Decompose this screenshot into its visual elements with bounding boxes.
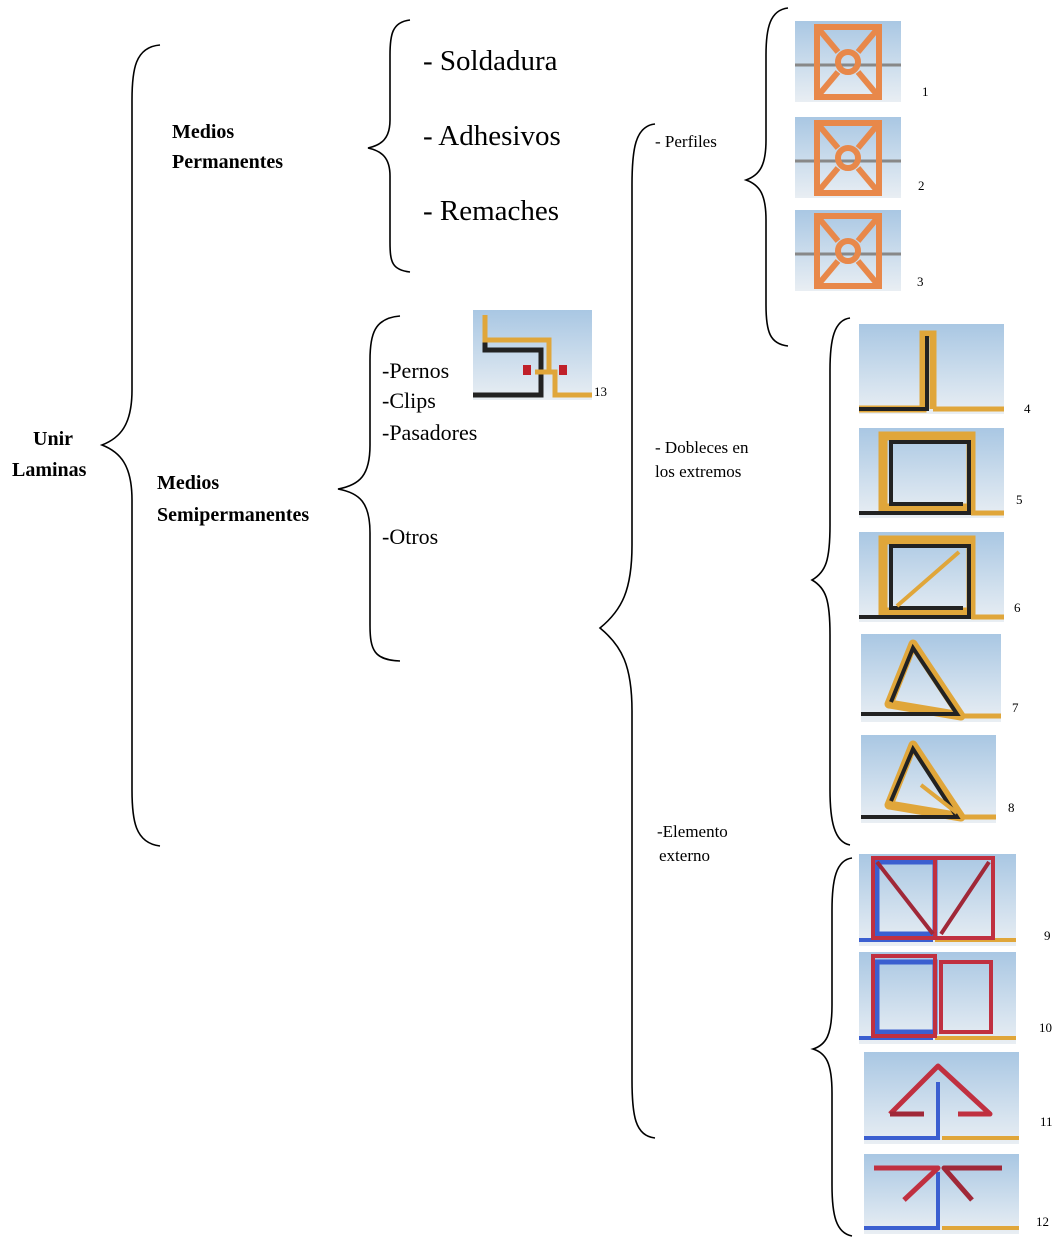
figure-7-number: 7 bbox=[1012, 700, 1019, 715]
semi-item-otros: -Otros bbox=[382, 524, 439, 549]
figure-8-image bbox=[861, 735, 996, 823]
root-label-line2: Laminas bbox=[12, 459, 87, 481]
permanent-item-remaches: - Remaches bbox=[423, 195, 560, 227]
figure-12-image bbox=[864, 1154, 1019, 1234]
permanent-title-line2: Permanentes bbox=[172, 151, 284, 173]
brace-perfiles bbox=[743, 7, 789, 347]
figure-7-image bbox=[861, 634, 1001, 722]
figure-4-number: 4 bbox=[1024, 401, 1031, 416]
figure-9-image bbox=[859, 854, 1016, 946]
figure-9-number: 9 bbox=[1044, 928, 1051, 943]
brace-otros bbox=[598, 123, 656, 1139]
brace-dobleces bbox=[810, 317, 851, 846]
otros-dobleces-line2: los extremos bbox=[655, 462, 742, 481]
otros-elemento-line1: -Elemento bbox=[657, 822, 728, 841]
semi-item-pernos: -Pernos bbox=[382, 358, 450, 383]
figure-1-image bbox=[795, 21, 901, 102]
figure-13-number: 13 bbox=[594, 384, 607, 399]
semi-title-line1: Medios bbox=[157, 472, 220, 494]
permanent-item-soldadura: - Soldadura bbox=[423, 45, 558, 77]
figure-4-image bbox=[859, 324, 1004, 414]
brace-semi bbox=[337, 315, 401, 662]
brace-root bbox=[99, 44, 161, 847]
figure-10-image bbox=[859, 952, 1016, 1044]
permanent-item-adhesivos: - Adhesivos bbox=[423, 120, 561, 152]
figure-2-number: 2 bbox=[918, 178, 925, 193]
figure-8-number: 8 bbox=[1008, 800, 1015, 815]
otros-dobleces-line1: - Dobleces en bbox=[655, 438, 749, 457]
root-label-line1: Unir bbox=[33, 428, 73, 450]
otros-elemento-line2: externo bbox=[659, 846, 710, 865]
figure-1-number: 1 bbox=[922, 84, 929, 99]
semi-title-line2: Semipermanentes bbox=[157, 504, 310, 526]
figure-3-image bbox=[795, 210, 901, 291]
permanent-title-line1: Medios bbox=[172, 121, 235, 143]
semi-item-pasadores: -Pasadores bbox=[382, 420, 478, 445]
brace-permanent bbox=[367, 19, 411, 273]
figure-5-image bbox=[859, 428, 1004, 518]
figure-11-image bbox=[864, 1052, 1019, 1144]
semi-item-clips: -Clips bbox=[382, 388, 436, 413]
figure-3-number: 3 bbox=[917, 274, 924, 289]
otros-perfiles: - Perfiles bbox=[655, 132, 717, 151]
figure-11-number: 11 bbox=[1040, 1114, 1053, 1129]
figure-13-image bbox=[473, 310, 592, 400]
figure-12-number: 12 bbox=[1036, 1214, 1049, 1229]
brace-elemento bbox=[810, 857, 853, 1237]
figure-6-number: 6 bbox=[1014, 600, 1021, 615]
figure-2-image bbox=[795, 117, 901, 198]
figure-10-number: 10 bbox=[1039, 1020, 1052, 1035]
figure-5-number: 5 bbox=[1016, 492, 1023, 507]
figure-6-image bbox=[859, 532, 1004, 622]
